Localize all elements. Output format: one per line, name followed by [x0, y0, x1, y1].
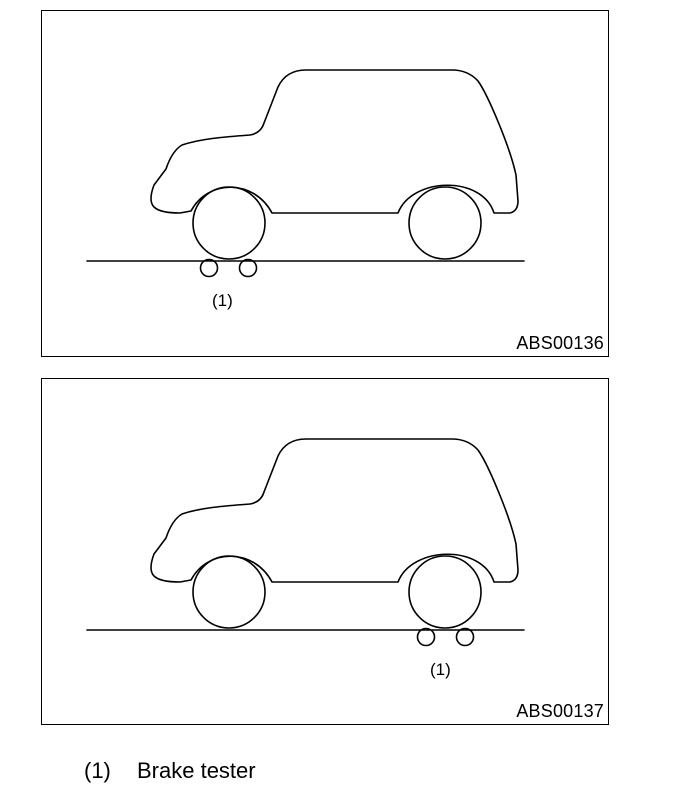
figure-rear-brake-test: (1) ABS00137 — [41, 378, 609, 725]
car-diagram — [86, 69, 525, 278]
tester-roller-1 — [199, 258, 219, 278]
rear-wheel — [408, 555, 482, 629]
tester-roller-2 — [455, 627, 475, 647]
legend-text: Brake tester — [137, 758, 256, 783]
front-wheel — [192, 186, 266, 260]
front-wheel — [192, 555, 266, 629]
tester-roller-1 — [416, 627, 436, 647]
car-body — [150, 69, 519, 214]
figure-code: ABS00137 — [516, 701, 604, 721]
figure-code: ABS00136 — [516, 333, 604, 353]
legend: (1) Brake tester — [84, 758, 256, 784]
figure-front-brake-test: (1) ABS00136 — [41, 10, 609, 357]
callout-label: (1) — [430, 660, 451, 679]
tester-roller-2 — [238, 258, 258, 278]
legend-key: (1) — [84, 758, 111, 783]
rear-wheel — [408, 186, 482, 260]
car-body — [150, 438, 519, 583]
car-diagram — [86, 438, 525, 647]
callout-label: (1) — [212, 291, 233, 310]
